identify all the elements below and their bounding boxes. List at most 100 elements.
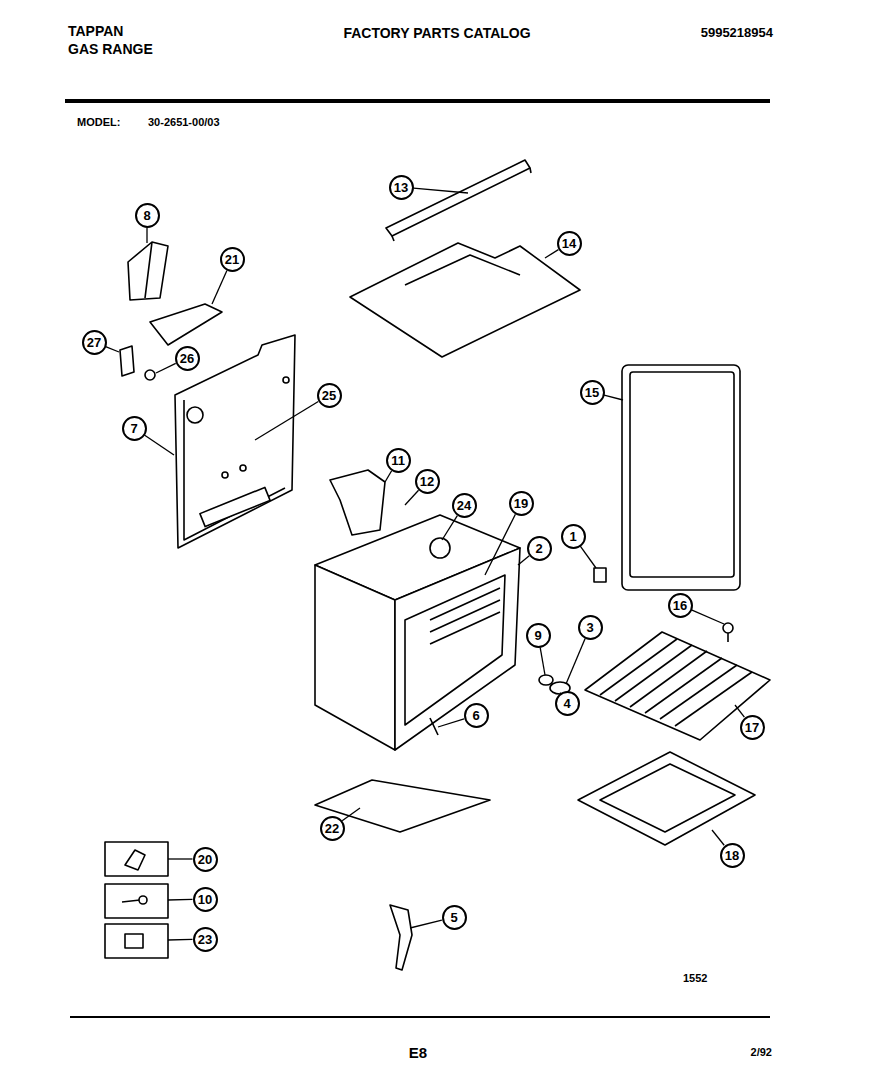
part-outline — [125, 934, 143, 948]
part-outline — [585, 632, 770, 740]
callout-number: 15 — [585, 386, 599, 399]
leader-line — [580, 546, 596, 568]
callout-circle: 7 — [122, 416, 147, 441]
part-outline — [122, 900, 140, 902]
leader-line — [156, 363, 176, 373]
callout-number: 18 — [725, 849, 739, 862]
part-outline — [105, 884, 168, 918]
leader-line — [540, 647, 545, 675]
leader-line — [255, 401, 318, 440]
leader-line — [485, 514, 515, 575]
callout-number: 9 — [534, 629, 541, 642]
part-outline — [630, 372, 734, 577]
callout-number: 6 — [472, 709, 479, 722]
leader-line — [518, 556, 529, 565]
null — [630, 651, 707, 707]
part-outline — [150, 304, 222, 345]
callout-circle: 21 — [220, 247, 245, 272]
part-outline — [240, 465, 246, 471]
callout-circle: 6 — [464, 703, 489, 728]
product-type: GAS RANGE — [68, 42, 153, 56]
leader-line — [691, 610, 724, 624]
callout-number: 19 — [514, 497, 528, 510]
rule-line — [70, 1016, 770, 1018]
callout-circle: 18 — [720, 843, 745, 868]
callout-number: 12 — [420, 475, 434, 488]
callout-circle: 25 — [317, 383, 342, 408]
leader-line — [405, 490, 419, 505]
part-outline — [723, 623, 733, 633]
part-outline — [622, 365, 740, 590]
callout-circle: 17 — [740, 715, 765, 740]
leader-line — [566, 639, 585, 684]
part-outline — [145, 370, 155, 380]
page-number: E8 — [409, 1045, 427, 1060]
callout-circle: 27 — [82, 330, 107, 355]
callout-circle: 20 — [193, 847, 218, 872]
leader-line — [146, 228, 147, 244]
model-label: MODEL: — [77, 117, 120, 128]
leader-line — [342, 808, 360, 821]
callout-number: 22 — [325, 822, 339, 835]
catalog-number: 5995218954 — [701, 26, 773, 39]
catalog-title: FACTORY PARTS CATALOG — [343, 26, 530, 40]
leader-line — [410, 920, 442, 928]
callout-number: 1 — [569, 530, 576, 543]
part-outline — [390, 905, 412, 970]
part-outline — [125, 850, 145, 870]
rule-line — [65, 99, 770, 103]
part-outline — [330, 470, 385, 535]
leader-line — [712, 830, 724, 845]
leader-line — [168, 858, 193, 859]
callout-number: 17 — [745, 721, 759, 734]
leader-line — [438, 719, 464, 727]
callout-circle: 24 — [452, 493, 477, 518]
callout-number: 5 — [450, 911, 457, 924]
null — [615, 645, 692, 701]
callout-circle: 5 — [442, 905, 467, 930]
leader-line — [442, 516, 457, 540]
part-outline — [187, 407, 203, 423]
part-outline — [600, 764, 735, 832]
part-outline — [594, 568, 606, 582]
callout-number: 23 — [198, 933, 212, 946]
part-outline — [184, 400, 285, 540]
part-outline — [120, 346, 134, 376]
null — [660, 665, 737, 719]
part-outline — [283, 377, 289, 383]
leader-line — [168, 939, 193, 941]
null — [645, 658, 722, 713]
leader-line — [212, 270, 227, 304]
callout-circle: 8 — [135, 203, 160, 228]
callout-number: 16 — [673, 599, 687, 612]
callout-number: 26 — [180, 352, 194, 365]
callout-number: 20 — [198, 853, 212, 866]
callout-circle: 14 — [557, 231, 582, 256]
part-outline — [430, 612, 500, 644]
callout-number: 14 — [562, 237, 576, 250]
callout-circle: 10 — [193, 887, 218, 912]
part-outline — [105, 160, 770, 970]
callout-circle: 22 — [320, 816, 345, 841]
null — [600, 639, 677, 695]
drawing-number: 1552 — [683, 973, 707, 984]
part-outline — [139, 896, 147, 904]
leader-line — [385, 471, 392, 482]
callout-number: 7 — [130, 422, 137, 435]
callout-number: 11 — [391, 454, 405, 467]
part-outline — [727, 633, 729, 642]
part-outline — [430, 538, 450, 558]
part-outline — [405, 575, 505, 725]
callout-circle: 4 — [555, 691, 580, 716]
callout-number: 8 — [143, 209, 150, 222]
callout-circle: 26 — [175, 346, 200, 371]
part-outline — [128, 242, 168, 300]
part-outline — [222, 472, 228, 478]
part-outline — [395, 548, 520, 750]
callout-number: 27 — [87, 336, 101, 349]
part-outline — [405, 255, 520, 285]
leader-line — [168, 899, 193, 901]
part-outline — [430, 718, 438, 735]
